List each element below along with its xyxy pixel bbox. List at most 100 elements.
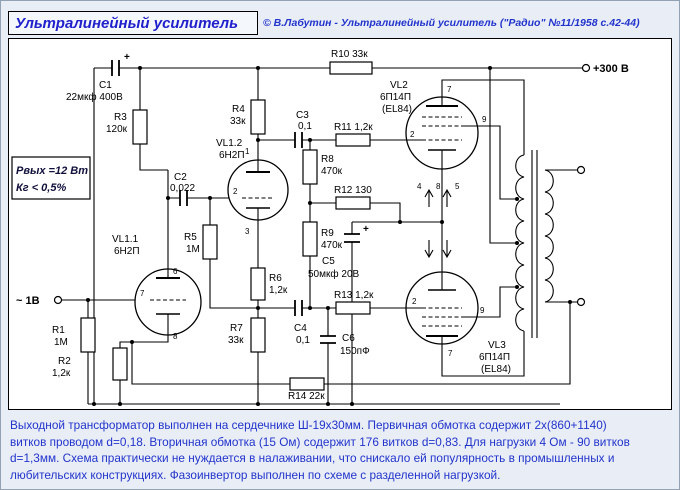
output-terminal-top (576, 165, 586, 175)
vl11-pin-grid: 7 (140, 289, 145, 298)
r8-name: R8 (321, 154, 334, 165)
capacitor-c6 (320, 335, 336, 344)
resistor-r1 (80, 317, 96, 353)
r4-value: 33к (230, 116, 246, 127)
output-transformer (515, 150, 554, 338)
c5-plus-sign: + (363, 224, 369, 235)
resistor-r9 (302, 221, 318, 257)
capacitor-c4 (294, 300, 303, 316)
specs-thd: Кг < 0,5% (16, 182, 66, 194)
r8-value: 470к (321, 166, 343, 177)
resistor-r3 (132, 109, 148, 145)
c2-name: C2 (174, 172, 187, 183)
primary-winding (515, 154, 525, 332)
tube-vl2 (405, 96, 479, 170)
r5-value: 1М (186, 244, 200, 255)
wires (62, 67, 582, 405)
description-line-2: витков проводом d=0,18. Вторичная обмотк… (10, 434, 630, 449)
resistor-r11 (335, 133, 371, 147)
resistor-r8 (302, 149, 318, 185)
vl12-pin-anode: 1 (245, 147, 250, 156)
pin-numbers: 7 2 9 4 8 5 2 9 7 7 6 8 1 2 3 (140, 85, 487, 358)
vl3-alt: (EL84) (481, 364, 511, 375)
vl12-pin-grid: 2 (233, 187, 238, 196)
c3-value: 0,1 (298, 121, 312, 132)
c5-value: 50мкф 20В (308, 268, 360, 280)
vl11-type: 6Н2П (114, 246, 140, 257)
capacitors (111, 60, 360, 344)
vl2-name: VL2 (390, 80, 408, 91)
output-terminal-bottom (576, 297, 586, 307)
schematic-svg: Рвых =12 Вт Кг < 0,5% R10 33к +300 В ~ 1… (11, 49, 629, 406)
specs-box: Рвых =12 Вт Кг < 0,5% (11, 156, 91, 200)
r14-label: R14 22к (288, 391, 325, 402)
capacitor-c5 (344, 233, 360, 243)
vl2-heater-arrows (424, 188, 452, 207)
input-terminal (53, 295, 63, 305)
r5-name: R5 (184, 232, 197, 243)
specs-power: Рвых =12 Вт (16, 165, 88, 177)
description-line-3: d=1,3мм. Схема практически не нуждается … (10, 451, 615, 465)
c1-plus-sign: + (124, 52, 130, 63)
capacitor-c1 (111, 60, 120, 76)
r1-value: 1М (54, 337, 68, 348)
r6-name: R6 (269, 273, 282, 284)
description-line-1: Выходной трансформатор выполнен на серде… (10, 418, 607, 432)
r4-name: R4 (232, 104, 245, 115)
r6-value: 1,2к (269, 285, 288, 296)
c6-name: C6 (342, 333, 355, 344)
c5-name: C5 (322, 256, 335, 267)
r3-name: R3 (114, 112, 127, 123)
vl2-pin-grid: 2 (410, 130, 415, 139)
r9-name: R9 (321, 228, 334, 239)
resistor-r10 (329, 61, 373, 75)
vl3-pin-anode: 7 (448, 349, 453, 358)
vl3-heater-arrows (424, 240, 452, 259)
r11-label: R11 1,2к (334, 122, 373, 133)
c1-value: 22мкф 400В (66, 91, 123, 103)
vl12-pin-cath: 3 (245, 227, 250, 236)
vl11-name: VL1.1 (112, 234, 139, 245)
capacitor-c2 (179, 190, 188, 206)
r7-name: R7 (230, 323, 243, 334)
r12-label: R12 130 (334, 185, 372, 196)
description-text: Выходной трансформатор выполнен на серде… (10, 417, 672, 483)
vl2-pin-anode: 7 (447, 85, 452, 94)
resistor-r12 (335, 196, 371, 210)
c1-name: C1 (99, 80, 112, 91)
vl2-type: 6П14П (380, 92, 411, 103)
c6-value: 150пФ (340, 346, 370, 357)
input-label: ~ 1В (16, 295, 40, 307)
vl2-pin-screen: 9 (482, 115, 487, 124)
r13-label: R13 1,2к (334, 290, 374, 301)
capacitor-c3 (294, 132, 303, 148)
schematic: Рвых =12 Вт Кг < 0,5% R10 33к +300 В ~ 1… (8, 38, 672, 410)
resistor-r7 (250, 317, 266, 353)
page-title: Ультралинейный усилитель (15, 14, 238, 32)
vl12-name: VL1.2 (216, 138, 243, 149)
c3-name: C3 (296, 110, 309, 121)
c4-name: C4 (294, 323, 307, 334)
resistor-r13 (335, 301, 371, 315)
vl3-name: VL3 (488, 340, 506, 351)
resistors (80, 61, 373, 391)
page-title-box: Ультралинейный усилитель (8, 11, 258, 35)
tube-vl11 (134, 268, 202, 336)
r1-name: R1 (52, 325, 65, 336)
vl3-pin-screen: 9 (480, 306, 485, 315)
supply-label: +300 В (593, 63, 629, 75)
tube-vl3 (405, 271, 479, 345)
r9-value: 470к (321, 240, 343, 251)
resistor-r2 (112, 347, 128, 381)
labels: R10 33к +300 В ~ 1В C1 22мкф 400В + R3 1… (16, 49, 629, 402)
vl2-pin-h2: 8 (436, 182, 441, 191)
resistor-r6 (250, 267, 266, 301)
secondary-winding (544, 169, 554, 303)
r3-value: 120к (106, 124, 128, 135)
vl2-alt: (EL84) (382, 104, 412, 115)
vl3-type: 6П14П (479, 352, 510, 363)
transformer-core (531, 150, 538, 338)
vl11-pin-anode: 6 (173, 267, 178, 276)
resistor-r5 (202, 224, 218, 260)
